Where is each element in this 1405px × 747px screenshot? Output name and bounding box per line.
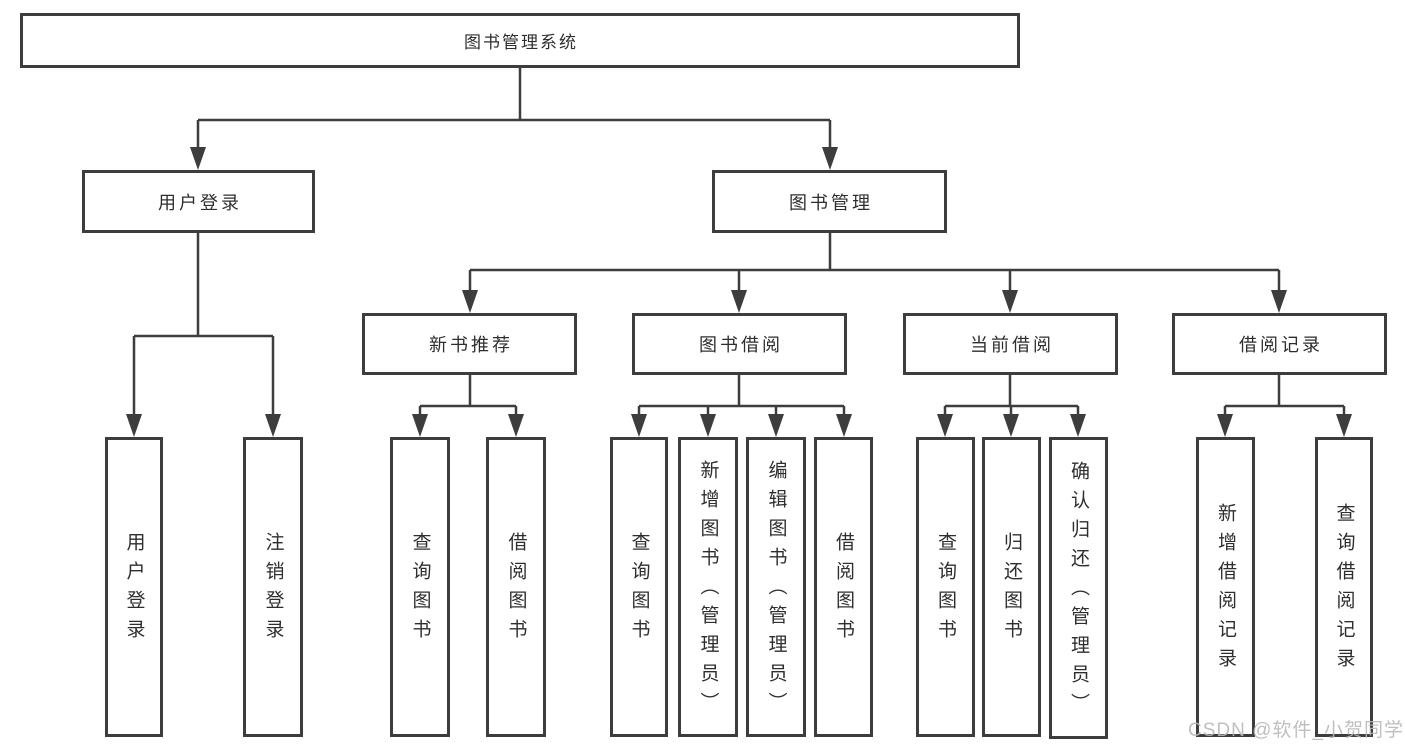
- node-user-login: 用户登录: [82, 170, 315, 233]
- arrowhead: [1271, 290, 1287, 313]
- arrowhead: [1070, 414, 1086, 437]
- arrowhead: [412, 414, 428, 437]
- leaf-add-books-admin: 新增图书（管理员）: [678, 437, 738, 737]
- arrowhead: [265, 414, 281, 437]
- arrowhead: [1002, 290, 1018, 313]
- arrowhead: [508, 414, 524, 437]
- node-root-library-system: 图书管理系统: [20, 13, 1020, 68]
- arrowhead: [768, 414, 784, 437]
- arrowhead: [126, 414, 142, 437]
- leaf-edit-books-admin: 编辑图书（管理员）: [746, 437, 806, 737]
- leaf-borrow-books-newbook: 借阅图书: [486, 437, 546, 737]
- arrowhead: [836, 414, 852, 437]
- arrowhead: [1336, 414, 1352, 437]
- leaf-query-books-newbook: 查询图书: [390, 437, 450, 737]
- connector-bookborrow-to-leaves: [637, 375, 846, 416]
- leaf-add-borrow-record: 新增借阅记录: [1196, 437, 1255, 737]
- arrowhead: [731, 290, 747, 313]
- watermark: CSDN @软件_小贺同学: [1188, 720, 1404, 741]
- leaf-query-books-borrow: 查询图书: [610, 437, 668, 737]
- connector-newbook-to-leaves: [418, 375, 518, 416]
- connector-borrowrecord-to-leaves: [1223, 375, 1346, 416]
- node-borrowing-records: 借阅记录: [1172, 313, 1387, 375]
- arrowhead: [1003, 414, 1019, 437]
- leaf-query-books-current: 查询图书: [916, 437, 975, 737]
- node-book-borrowing: 图书借阅: [632, 313, 847, 375]
- arrowhead: [190, 147, 206, 170]
- node-new-book-recommend: 新书推荐: [362, 313, 577, 375]
- arrowhead: [631, 414, 647, 437]
- leaf-logout: 注销登录: [243, 437, 303, 737]
- connector-root-to-level2: [196, 68, 832, 150]
- leaf-borrow-books: 借阅图书: [814, 437, 873, 737]
- arrowhead: [937, 414, 953, 437]
- connector-bookmgmt-to-level3: [468, 233, 1281, 294]
- connector-userlogin-to-leaves: [132, 233, 275, 416]
- arrowhead: [1217, 414, 1233, 437]
- arrowhead: [462, 290, 478, 313]
- arrowhead: [822, 147, 838, 170]
- leaf-query-borrow-record: 查询借阅记录: [1315, 437, 1373, 737]
- leaf-return-books: 归还图书: [982, 437, 1041, 737]
- node-current-borrowing: 当前借阅: [903, 313, 1118, 375]
- node-book-management: 图书管理: [712, 170, 947, 233]
- arrowhead: [700, 414, 716, 437]
- leaf-user-login: 用户登录: [105, 437, 163, 737]
- connector-currentborrow-to-leaves: [943, 375, 1080, 416]
- leaf-confirm-return-admin: 确认归还（管理员）: [1049, 437, 1108, 739]
